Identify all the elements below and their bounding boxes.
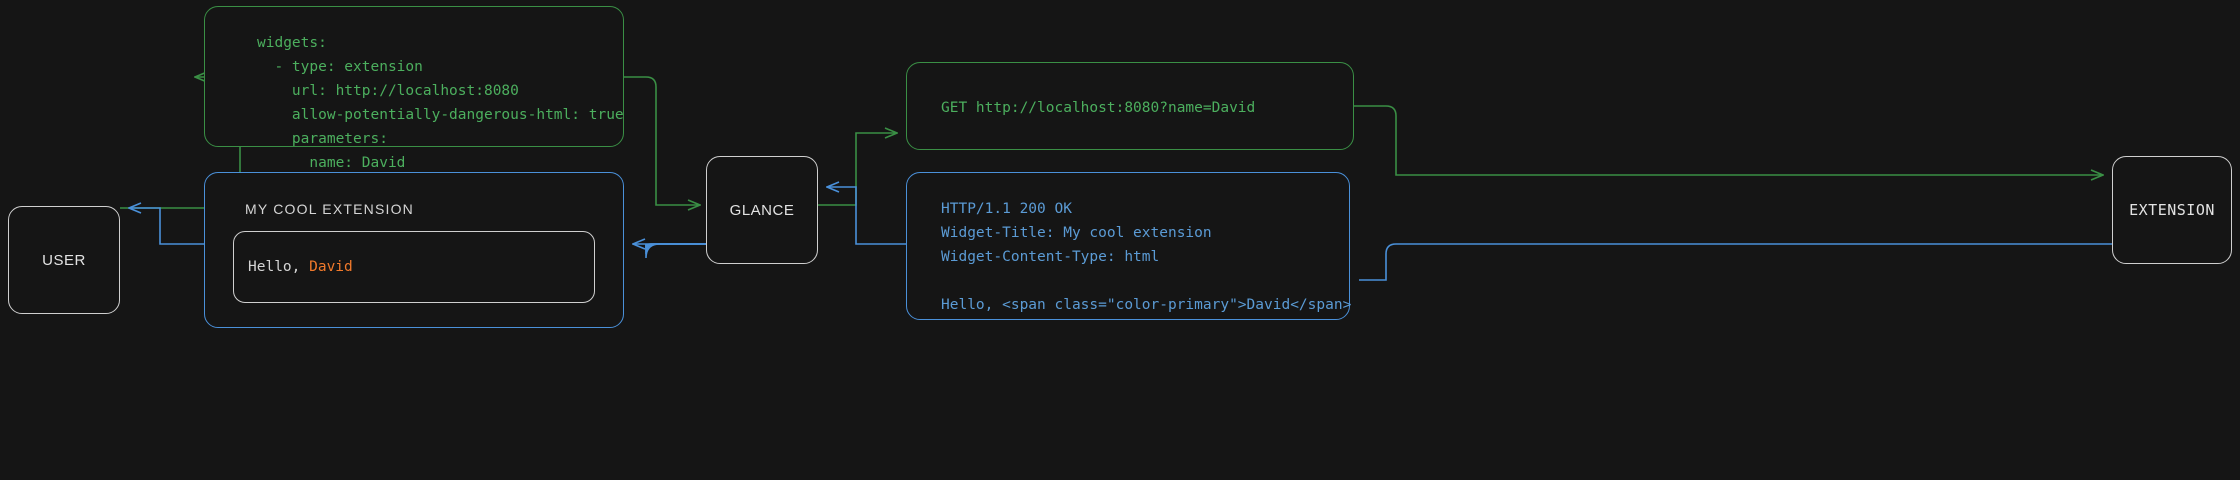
widget-greeting-name: David (309, 259, 353, 275)
yaml-config-text: widgets: - type: extension url: http://l… (257, 35, 624, 171)
get-request-text: GET http://localhost:8080?name=David (941, 100, 1256, 116)
node-extension-label: EXTENSION (2129, 201, 2215, 219)
wire-ext-to-http (1359, 243, 2112, 281)
http-response-text: HTTP/1.1 200 OK Widget-Title: My cool ex… (941, 201, 1352, 313)
wire-glance-to-render (645, 243, 706, 255)
wire-glance-to-render-3 (645, 243, 706, 251)
node-glance-label: GLANCE (729, 201, 795, 219)
node-user-label: USER (42, 251, 86, 269)
wire-get-to-ext (1354, 105, 2103, 175)
message-yaml-config: widgets: - type: extension url: http://l… (204, 6, 624, 171)
node-user[interactable]: USER (8, 206, 120, 314)
widget-body-card: Hello, David (233, 231, 595, 303)
wire-glance-to-get (818, 133, 897, 206)
message-http-response: HTTP/1.1 200 OK Widget-Title: My cool ex… (906, 172, 1352, 320)
widget-render-preview: MY COOL EXTENSION Hello, David (204, 172, 624, 328)
node-glance[interactable]: GLANCE (706, 156, 818, 264)
message-get-request: GET http://localhost:8080?name=David (906, 62, 1354, 150)
wire-http-to-glance (827, 187, 906, 245)
wire-render-feed (645, 243, 706, 249)
wire-glance-to-render-2 (645, 243, 706, 259)
widget-greeting-prefix: Hello, (248, 259, 310, 275)
wire-render-to-user (129, 208, 204, 245)
node-extension[interactable]: EXTENSION (2112, 156, 2232, 264)
wire-yaml-to-glance (624, 76, 700, 205)
widget-title: MY COOL EXTENSION (245, 201, 414, 217)
